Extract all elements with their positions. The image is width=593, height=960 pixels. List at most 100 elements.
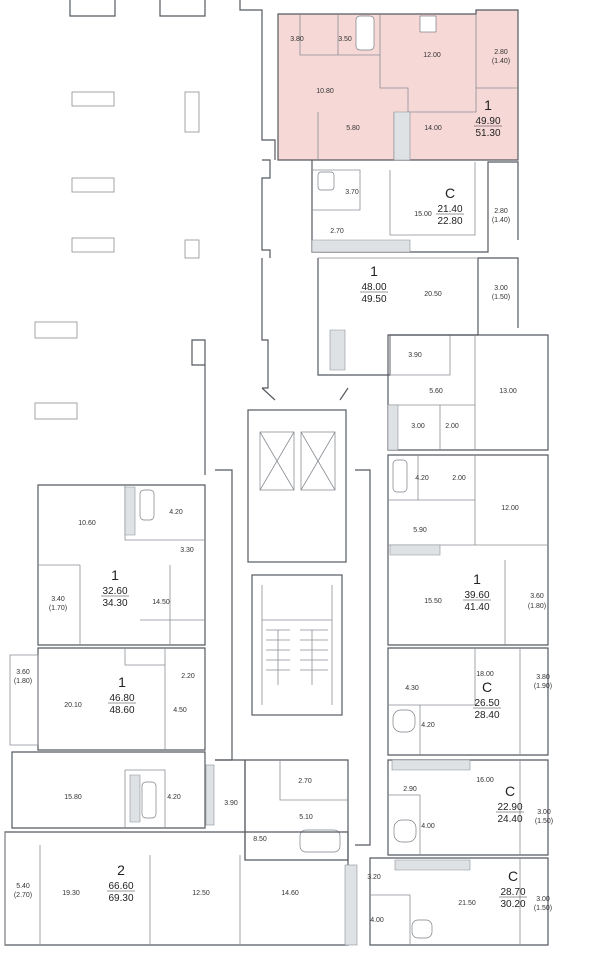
a11-room-area: 4.20 xyxy=(167,794,181,801)
open-area-outline xyxy=(34,0,276,475)
a5-room-area: 4.20 xyxy=(415,475,429,482)
a6-area-total: 26.50 xyxy=(474,698,499,709)
a5-room-area: 15.50 xyxy=(424,598,442,605)
a5-area-total: 39.60 xyxy=(464,590,489,601)
a3-room-area: 20.50 xyxy=(424,291,442,298)
a8-room-area: 21.50 xyxy=(458,900,476,907)
a10-room-area: 20.10 xyxy=(64,702,82,709)
a9-room-area: (1.70) xyxy=(49,605,67,612)
a7-room-area: 3.00 xyxy=(537,809,551,816)
a9-area-total: 32.60 xyxy=(102,586,127,597)
a12-area-full: 69.30 xyxy=(108,893,133,904)
a12-area-total: 66.60 xyxy=(108,881,133,892)
a1-room-area: 5.80 xyxy=(346,125,360,132)
a7-area-full: 24.40 xyxy=(497,814,522,825)
a1-room-area: 2.80 xyxy=(494,49,508,56)
a2-room-area: 3.70 xyxy=(345,189,359,196)
a12-room-area: 14.60 xyxy=(281,890,299,897)
a10-room-area: 3.60 xyxy=(16,669,30,676)
a5-type-label: 1 xyxy=(473,571,481,587)
a12-room-area: 19.30 xyxy=(62,890,80,897)
a12-room-area: 8.50 xyxy=(253,836,267,843)
a6-room-area: 4.20 xyxy=(421,722,435,729)
a3-room-area: 5.60 xyxy=(429,388,443,395)
a2-area-full: 22.80 xyxy=(437,216,462,227)
a8-area-total: 28.70 xyxy=(500,887,525,898)
a4-room-area: 2.00 xyxy=(445,423,459,430)
a6-type-label: C xyxy=(482,679,492,695)
a2-type-label: C xyxy=(445,185,455,201)
a7-room-area: (1.50) xyxy=(535,818,553,825)
a4-room-area: 13.00 xyxy=(499,388,517,395)
a6-room-area: 4.30 xyxy=(405,685,419,692)
a10-area-full: 48.60 xyxy=(109,705,134,716)
a13-room-area: 2.70 xyxy=(298,778,312,785)
a9-room-area: 4.20 xyxy=(169,509,183,516)
a4-room-area: 3.00 xyxy=(411,423,425,430)
a12-room-area: (2.70) xyxy=(14,892,32,899)
a3-area-full: 49.50 xyxy=(361,294,386,305)
a5-area-full: 41.40 xyxy=(464,602,489,613)
a10-area-total: 46.80 xyxy=(109,693,134,704)
a10-room-area: 4.50 xyxy=(173,707,187,714)
a6-room-area: 3.80 xyxy=(536,674,550,681)
a8-type-label: C xyxy=(508,868,518,884)
a5-room-area: (1.80) xyxy=(528,603,546,610)
a8-room-area: (1.50) xyxy=(534,905,552,912)
a10-type-label: 1 xyxy=(118,674,126,690)
a1-room-area: 3.80 xyxy=(290,36,304,43)
a1-room-area: 12.00 xyxy=(423,52,441,59)
a10-room-area: (1.80) xyxy=(14,678,32,685)
a6-room-area: (1.90) xyxy=(534,683,552,690)
a12-room-area: 12.50 xyxy=(192,890,210,897)
a1-room-area: (1.40) xyxy=(492,58,510,65)
a10-room-area: 2.20 xyxy=(181,673,195,680)
a8-room-area: 3.00 xyxy=(536,896,550,903)
a1-room-area: 3.50 xyxy=(338,36,352,43)
a1-area-total: 49.90 xyxy=(475,116,500,127)
a7-room-area: 4.00 xyxy=(421,823,435,830)
a12-type-label: 2 xyxy=(117,862,125,878)
a9-room-area: 3.40 xyxy=(51,596,65,603)
a2-room-area: 15.00 xyxy=(414,211,432,218)
a1-type-label: 1 xyxy=(484,97,492,113)
a3-room-area: 3.00 xyxy=(494,285,508,292)
a5-room-area: 2.00 xyxy=(452,475,466,482)
a13-room-area: 5.10 xyxy=(299,814,313,821)
a7-area-total: 22.90 xyxy=(497,802,522,813)
a6-area-full: 28.40 xyxy=(474,710,499,721)
a5-room-area: 5.90 xyxy=(413,527,427,534)
a2-room-area: (1.40) xyxy=(492,217,510,224)
a9-room-area: 10.60 xyxy=(78,520,96,527)
a3-room-area: (1.50) xyxy=(492,294,510,301)
a8-room-area: 4.00 xyxy=(370,917,384,924)
a1-room-area: 10.80 xyxy=(316,88,334,95)
a7-room-area: 16.00 xyxy=(476,777,494,784)
a2-room-area: 2.70 xyxy=(330,228,344,235)
a7-room-area: 2.90 xyxy=(403,786,417,793)
a7-type-label: C xyxy=(505,783,515,799)
a1-area-full: 51.30 xyxy=(475,128,500,139)
a3-area-total: 48.00 xyxy=(361,282,386,293)
a6-room-area: 18.00 xyxy=(476,671,494,678)
a8-room-area: 3.20 xyxy=(367,874,381,881)
a3-room-area: 3.90 xyxy=(408,352,422,359)
a11-room-area: 15.80 xyxy=(64,794,82,801)
a9-area-full: 34.30 xyxy=(102,598,127,609)
a12-room-area: 5.40 xyxy=(16,883,30,890)
a2-room-area: 2.80 xyxy=(494,208,508,215)
a9-room-area: 3.30 xyxy=(180,547,194,554)
a3-type-label: 1 xyxy=(370,263,378,279)
elevator-core xyxy=(215,387,371,846)
a8-area-full: 30.20 xyxy=(500,899,525,910)
right-wing-walls xyxy=(277,9,549,946)
a9-type-label: 1 xyxy=(111,567,119,583)
a9-room-area: 14.50 xyxy=(152,599,170,606)
a2-area-total: 21.40 xyxy=(437,204,462,215)
a5-room-area: 12.00 xyxy=(501,505,519,512)
a5-room-area: 3.60 xyxy=(530,593,544,600)
a1-room-area: 14.00 xyxy=(424,125,442,132)
left-wing-walls xyxy=(4,484,358,946)
